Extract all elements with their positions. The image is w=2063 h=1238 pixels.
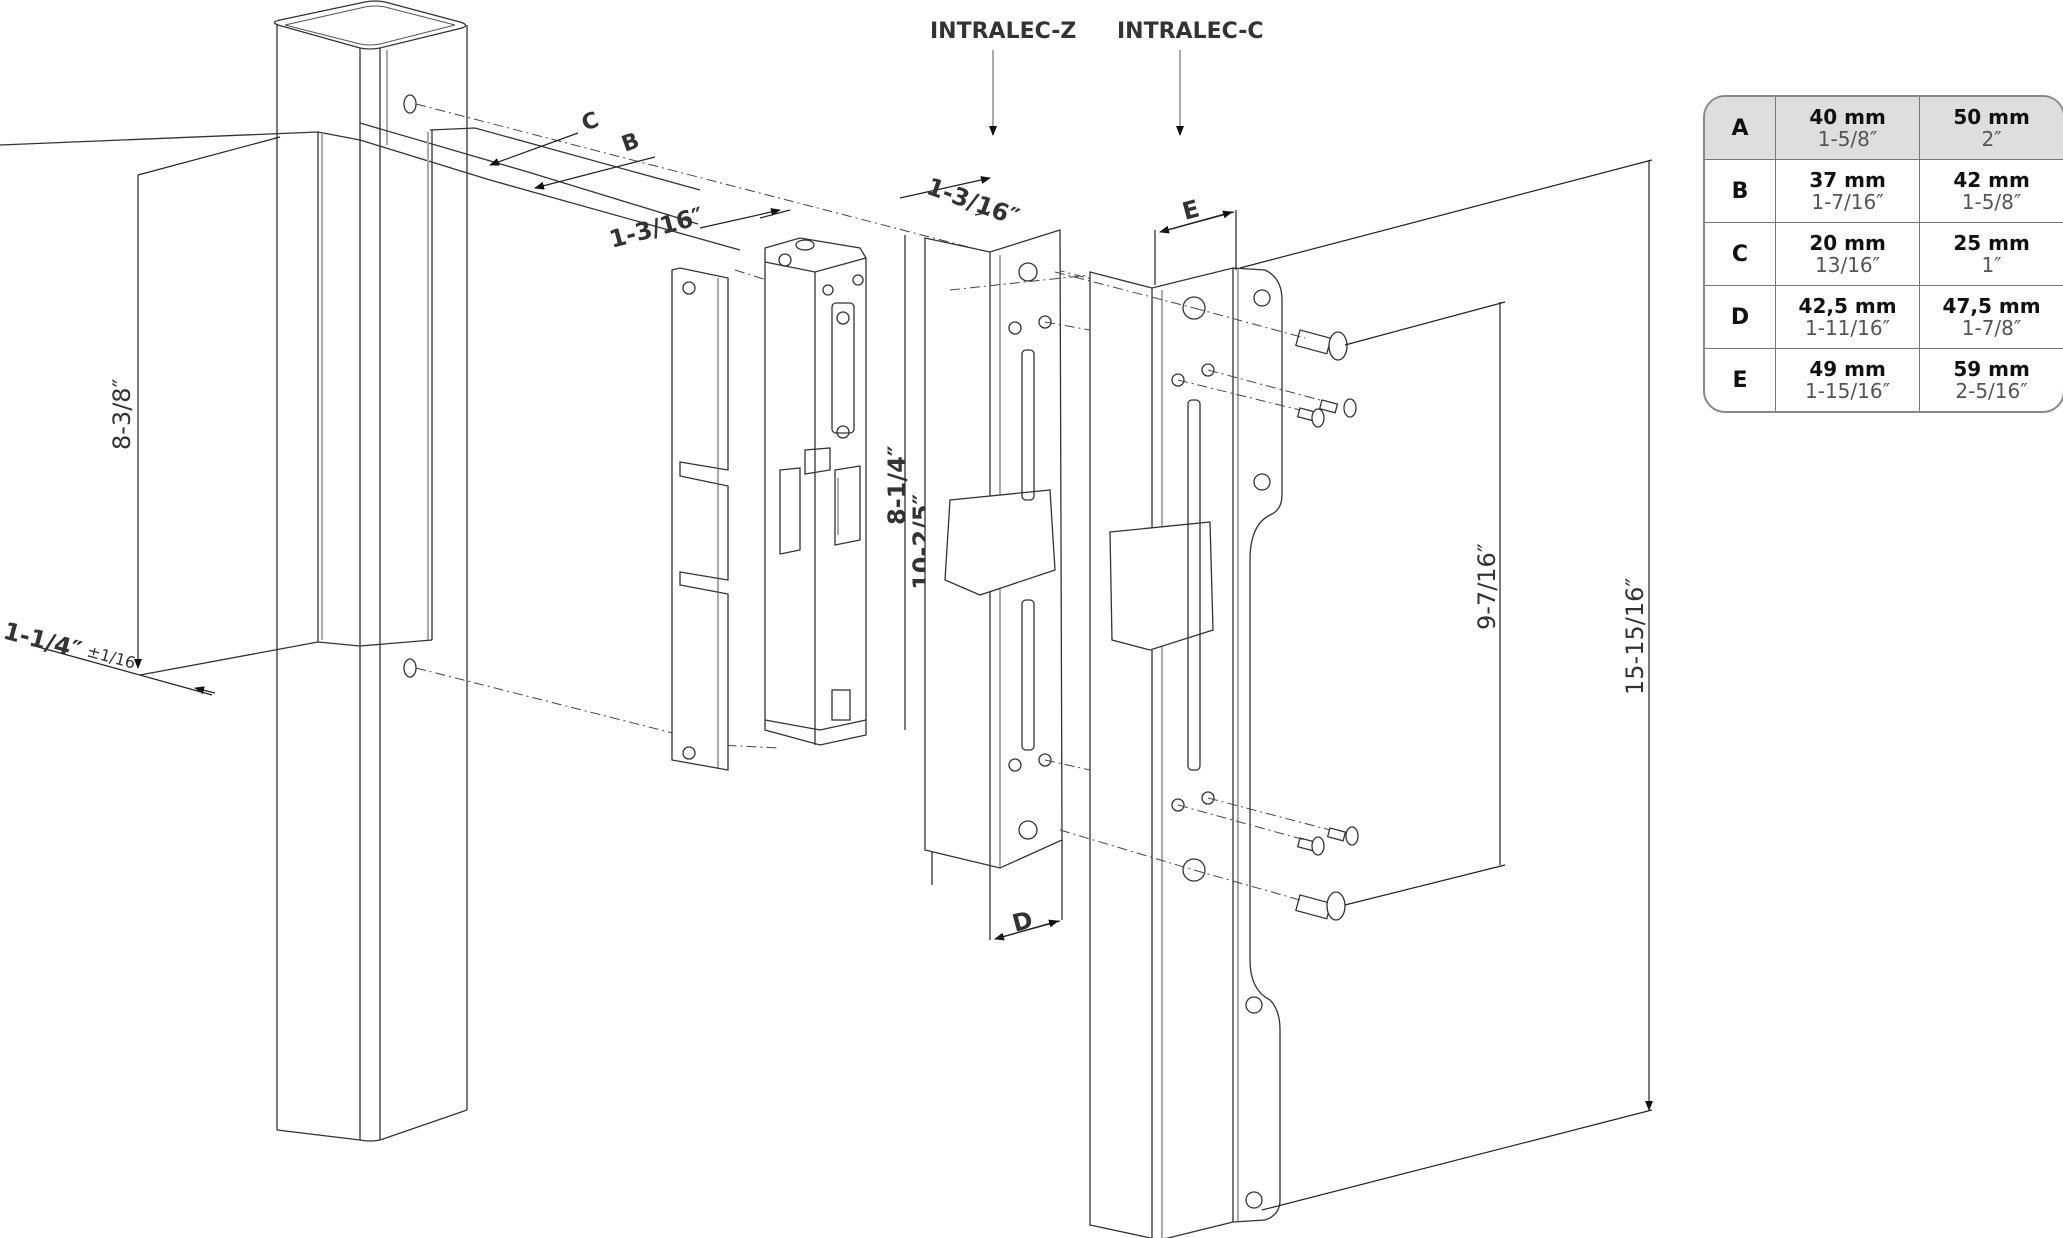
screw-small-bottom-1 (1326, 826, 1359, 846)
cell-inch: 1-15/16″ (1805, 379, 1891, 403)
strike-faceplate (671, 267, 729, 771)
cell-inch: 13/16″ (1815, 253, 1881, 277)
post-top-outer (273, 0, 467, 50)
dim-label-c-hole-spacing: 9-7/16″ (1473, 543, 1501, 630)
row-key: E (1705, 348, 1776, 411)
dimension-e: E (1154, 195, 1237, 285)
screw-small-bottom-2 (1296, 836, 1325, 856)
post-top-inner (284, 5, 456, 46)
screw-large-bottom (1295, 891, 1346, 921)
screw-small-top-2 (1296, 407, 1325, 428)
cell-mm: 37 mm (1809, 168, 1886, 192)
cell-mm: 42 mm (1953, 168, 2030, 192)
intralec-z-plate (924, 229, 1063, 869)
cell-mm: 25 mm (1953, 231, 2030, 255)
dimension-post-offset: 1-1/4″ ±1/16 (0, 617, 216, 696)
dim-label-tolerance: ±1/16 (85, 642, 138, 673)
row-key: C (1705, 222, 1776, 286)
row-key: D (1705, 285, 1776, 349)
faceplate-screw-top (682, 281, 696, 295)
cell-mm: 49 mm (1809, 357, 1886, 381)
faceplate-screw-bottom (682, 746, 696, 760)
callout-intralec-c: INTRALEC-C (1117, 19, 1264, 136)
row-key: B (1705, 159, 1776, 223)
cell-inch: 1-7/16″ (1811, 190, 1884, 214)
cell-inch: 1-5/8″ (1961, 190, 2022, 214)
cell-inch: 2-5/16″ (1955, 379, 2028, 403)
dim-label-strike-depth-left: 1-3/16″ (606, 202, 706, 254)
gate-post (0, 0, 741, 1142)
dimension-d: D (989, 840, 1063, 941)
cell-mm: 40 mm (1809, 105, 1886, 129)
cell-inch: 2″ (1981, 127, 2002, 151)
intralec-c-plate (1089, 267, 1283, 1238)
screw-small-top-1 (1318, 398, 1357, 418)
dimension-c-plate-length: 15-15/16″ (1239, 159, 1653, 1211)
dimension-post-height: 8-3/8″ (108, 136, 281, 669)
screws (1295, 329, 1359, 921)
dim-label-e: E (1179, 195, 1202, 226)
dim-label-c-plate-length: 15-15/16″ (1621, 578, 1649, 695)
dim-label-d: D (1009, 906, 1035, 938)
dimension-c-hole-spacing: 9-7/16″ (1344, 301, 1506, 906)
cell-mm: 59 mm (1953, 357, 2030, 381)
product-label-intralec-z: INTRALEC-Z (930, 19, 1076, 44)
cell-inch: 1-11/16″ (1805, 316, 1891, 340)
product-label-intralec-c: INTRALEC-C (1117, 19, 1264, 44)
row-key: A (1705, 97, 1776, 160)
cell-inch: 1-5/8″ (1817, 127, 1878, 151)
dim-label-c: C (579, 108, 603, 137)
cell-mm: 50 mm (1953, 105, 2030, 129)
cell-inch: 1″ (1981, 253, 2002, 277)
callout-intralec-z: INTRALEC-Z (930, 19, 1076, 136)
dim-label-post-height: 8-3/8″ (108, 378, 136, 450)
screw-large-top (1295, 329, 1348, 361)
cell-mm: 47,5 mm (1942, 294, 2041, 318)
dim-label-b: B (619, 128, 643, 157)
cell-mm: 42,5 mm (1798, 294, 1897, 318)
dim-label-strike-length: 8-1/4″ (883, 445, 911, 525)
dimension-b-c: C B (489, 108, 656, 190)
electric-strike-body (764, 237, 867, 746)
dim-label-post-offset: 1-1/4″ (0, 617, 84, 665)
cell-mm: 20 mm (1809, 231, 1886, 255)
post-hole-top (403, 94, 417, 114)
strike-top-hole (795, 239, 815, 251)
post-hole-bottom (403, 658, 417, 678)
cell-inch: 1-7/8″ (1961, 316, 2022, 340)
